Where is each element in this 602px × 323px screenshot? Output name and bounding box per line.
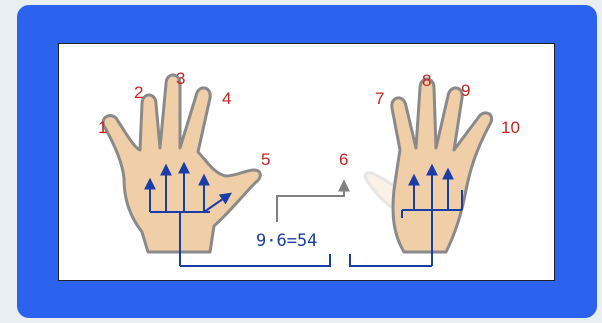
pointer-arrow <box>277 182 344 222</box>
finger-number-4: 4 <box>222 89 231 108</box>
finger-number-3: 3 <box>176 69 185 88</box>
finger-number-8: 8 <box>422 71 431 90</box>
finger-number-9: 9 <box>461 81 470 100</box>
finger-number-6: 6 <box>339 150 348 169</box>
finger-number-7: 7 <box>375 89 384 108</box>
equation-connectors <box>180 254 432 266</box>
equation-label: 9·6=54 <box>256 231 317 251</box>
finger-number-1: 1 <box>98 118 107 137</box>
finger-number-2: 2 <box>134 83 143 102</box>
finger-number-10: 10 <box>501 118 520 137</box>
finger-number-5: 5 <box>261 150 270 169</box>
left-hand <box>103 75 260 252</box>
